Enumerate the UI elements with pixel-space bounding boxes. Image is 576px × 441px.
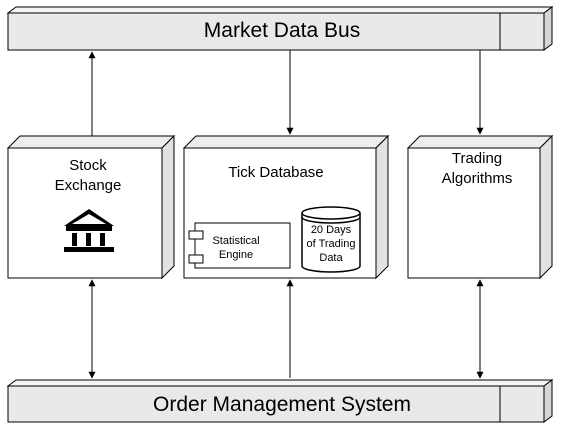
market-data-bus-label: Market Data Bus — [204, 19, 360, 42]
trading-data-label-line2: of Trading — [307, 238, 356, 250]
order-management-system-bus: Order Management System — [6, 379, 554, 423]
stock-exchange-label-line1: Stock — [69, 157, 107, 174]
trading-algorithms-node: Trading Algorithms — [406, 134, 554, 280]
database-cylinder-icon — [301, 206, 361, 273]
connectors — [88, 50, 484, 379]
statistical-engine-component: Statistical Engine — [188, 222, 291, 269]
trading-data-label-line3: Data — [319, 252, 343, 264]
trading-algorithms-label-line2: Algorithms — [442, 170, 513, 187]
trading-algorithms-label-line1: Trading — [452, 150, 502, 167]
statistical-engine-label-line1: Statistical — [212, 235, 259, 247]
stock-exchange-node: Stock Exchange — [6, 134, 176, 280]
statistical-engine-label-line2: Engine — [219, 249, 253, 261]
component-icon — [188, 230, 204, 264]
order-management-system-label: Order Management System — [153, 393, 411, 416]
tick-database-label: Tick Database — [228, 164, 323, 181]
stock-exchange-label-line2: Exchange — [55, 177, 122, 194]
bank-icon — [64, 209, 114, 252]
trading-data-database: 20 Days of Trading Data — [301, 206, 361, 273]
trading-data-label-line1: 20 Days — [311, 224, 352, 236]
tick-database-node: Tick Database Statistical Engine 20 Days… — [182, 134, 390, 280]
market-data-bus: Market Data Bus — [6, 6, 554, 51]
